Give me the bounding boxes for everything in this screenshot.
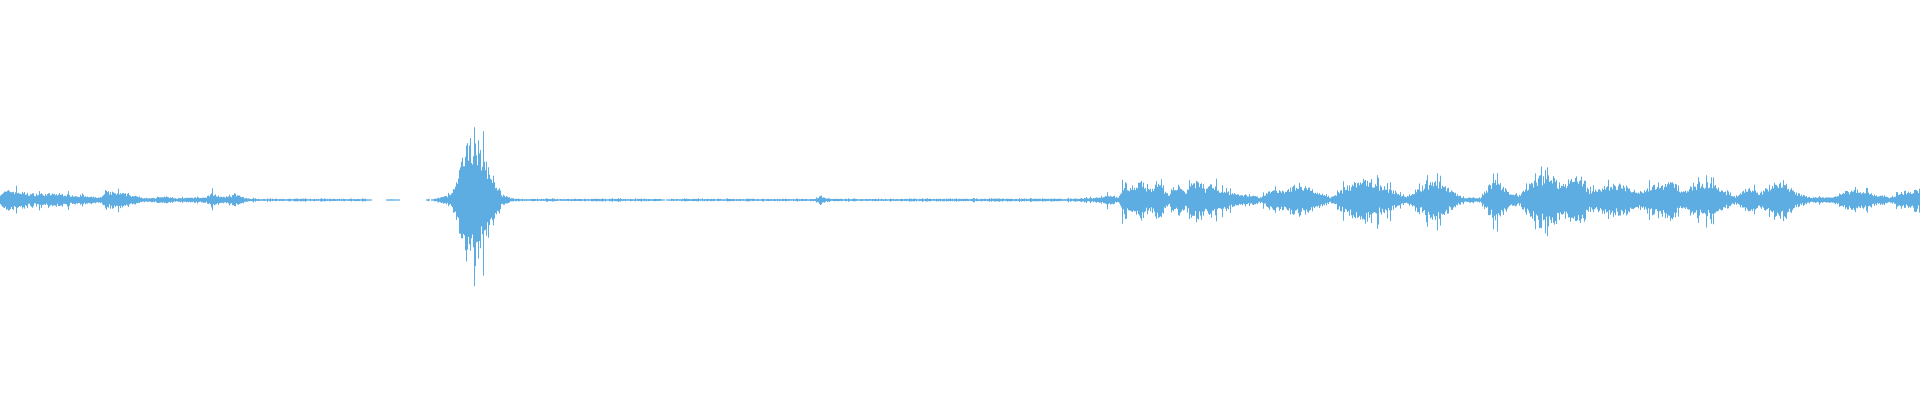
waveform-bars [0, 127, 1920, 287]
